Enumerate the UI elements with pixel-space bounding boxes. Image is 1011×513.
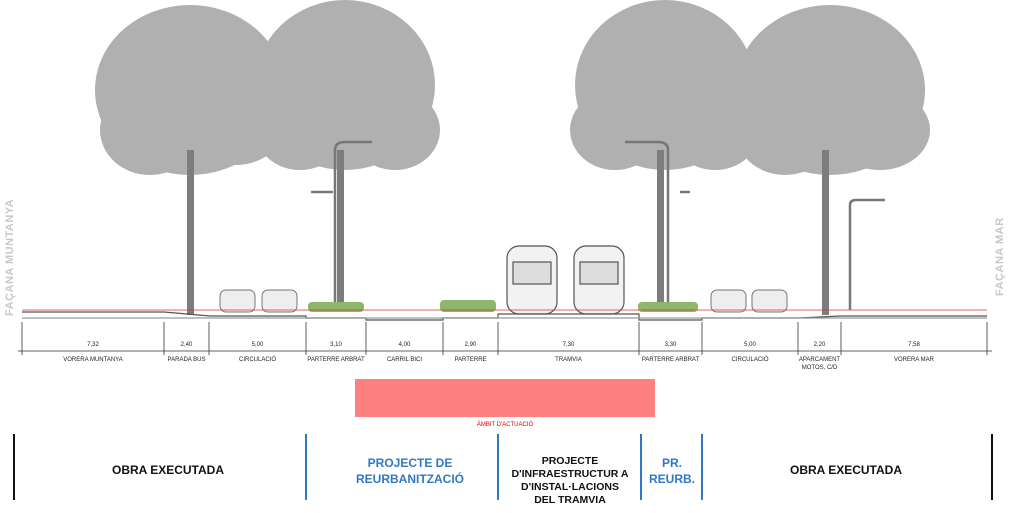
zone-divider bbox=[305, 434, 307, 500]
segment-label: PARTERRE bbox=[454, 357, 487, 363]
segment-width: 5,00 bbox=[744, 342, 756, 348]
segment-label: CIRCULACIÓ bbox=[731, 357, 769, 363]
zone-divider bbox=[991, 434, 993, 500]
zone-obra-executada-left: OBRA EXECUTADA bbox=[111, 463, 225, 477]
zone-divider bbox=[497, 434, 499, 500]
ground bbox=[22, 309, 987, 321]
zone-projecte-reurbanitzacio: PROJECTE DE REURBANITZACIÓ bbox=[356, 456, 464, 486]
segment-label: VORERA MAR bbox=[893, 357, 934, 363]
segment-width: 2,40 bbox=[180, 342, 193, 348]
segment-width: 3,30 bbox=[664, 342, 677, 348]
segment-width: 7,32 bbox=[87, 342, 99, 348]
tree-3 bbox=[570, 0, 760, 170]
segment-width: 5,00 bbox=[251, 342, 264, 348]
ambit-actuacio-area bbox=[355, 379, 655, 417]
facade-mar-label: FAÇANA MAR bbox=[994, 217, 1006, 296]
segment-label: VORERA MUNTANYA bbox=[63, 357, 123, 363]
ambit-actuacio-label: ÀMBIT D'ACTUACIÓ bbox=[476, 422, 534, 428]
segment-label: PARADA BUS bbox=[167, 357, 206, 363]
segment-label: PARTERRE ARBRAT bbox=[641, 357, 700, 363]
segment-width: 2,90 bbox=[464, 342, 477, 348]
planters bbox=[308, 300, 698, 312]
tree-4 bbox=[735, 5, 930, 175]
segment-label: CARRIL BICI bbox=[386, 357, 423, 363]
tree-canopies bbox=[95, 0, 930, 175]
zone-divider bbox=[13, 434, 15, 500]
tree-trunks bbox=[187, 150, 829, 315]
segment-width: 7,58 bbox=[908, 342, 920, 348]
zone-divider bbox=[701, 434, 703, 500]
zone-projecte-tramvia: PROJECTE D'INFRAESTRUCTUR A D'INSTAL·LAC… bbox=[511, 455, 629, 506]
zone-obra-executada-right: OBRA EXECUTADA bbox=[789, 463, 903, 477]
segment-label: TRAMVIA bbox=[555, 357, 582, 363]
zone-divider bbox=[640, 434, 642, 500]
segment-width: 4,00 bbox=[398, 342, 411, 348]
segment-width: 3,10 bbox=[330, 342, 342, 348]
facade-muntanya-label: FAÇANA MUNTANYA bbox=[4, 198, 16, 316]
tree-2 bbox=[255, 0, 440, 170]
segment-label: PARTERRE ARBRAT bbox=[307, 357, 365, 363]
segment-label: CIRCULACIÓ bbox=[238, 357, 276, 363]
segment-width: 2,20 bbox=[813, 342, 826, 348]
trams bbox=[506, 245, 625, 315]
dimension-line bbox=[18, 322, 992, 355]
cars bbox=[219, 289, 788, 313]
segment-width: 7,30 bbox=[562, 342, 575, 348]
lamp-posts bbox=[311, 140, 885, 310]
zone-pr-reurb: PR. REURB. bbox=[648, 456, 695, 486]
segment-label: APARCAMENT MOTOS, C/D bbox=[798, 357, 841, 371]
